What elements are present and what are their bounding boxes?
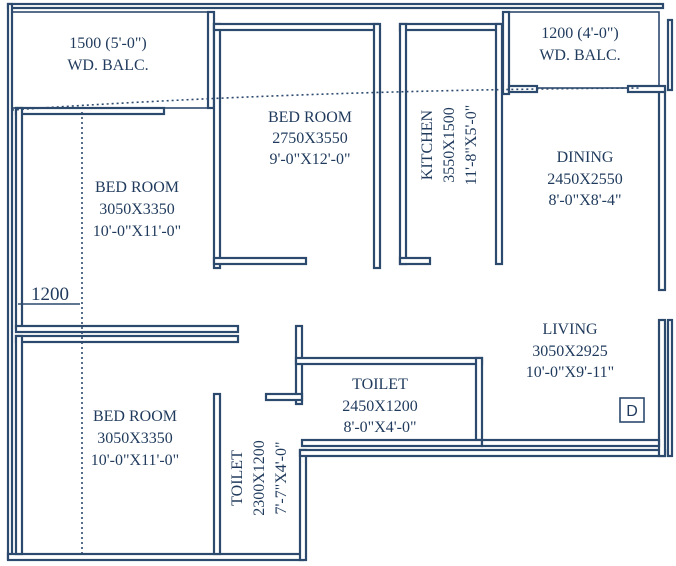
balcony-right-size: 1200 (4'-0"): [541, 25, 618, 42]
kitchen-name: KITCHEN: [419, 109, 436, 180]
balcony-right-name: WD. BALC.: [539, 47, 620, 64]
bedroom-bottom-ft: 10'-0"X11'-0": [91, 452, 179, 469]
bedroom-left-mm: 3050X3350: [99, 201, 175, 218]
toilet-small-name: TOILET: [229, 450, 246, 506]
kitchen-walls: [398, 22, 504, 266]
dining-mm: 2450X2550: [547, 171, 623, 188]
living-walls: [480, 438, 661, 448]
living-mm: 3050X2925: [532, 343, 608, 360]
balcony-left-name: WD. BALC.: [67, 57, 148, 74]
toilet-mid-ft: 8'-0"X4'-0": [343, 419, 416, 436]
bedroom-left-ft: 10'-0"X11'-0": [93, 223, 181, 240]
balcony-left-size: 1500 (5'-0"): [69, 35, 146, 52]
bedroom-top-ft: 9'-0"X12'-0": [269, 151, 350, 168]
dimension-label: 1200: [31, 284, 69, 305]
bedroom-top-name: BED ROOM: [268, 109, 352, 126]
bedroom-bottom-mm: 3050X3350: [97, 430, 173, 447]
living-name: LIVING: [542, 321, 598, 338]
kitchen-mm: 3550X1500: [441, 107, 458, 183]
toilet-mid-name: TOILET: [352, 376, 408, 393]
balcony-edge-line: [11, 87, 641, 111]
bedroom-left-name: BED ROOM: [95, 179, 179, 196]
bedroom-top-walls: [212, 22, 382, 270]
living-ft: 10'-0"X9'-11": [526, 364, 614, 381]
kitchen-ft: 11'-8"X5'-0": [463, 105, 480, 185]
toilet-small-mm: 2300X1200: [251, 440, 268, 516]
door-marker-label: D: [626, 403, 638, 420]
bedroom-bottom-walls: [14, 334, 222, 556]
bedroom-bottom-name: BED ROOM: [93, 408, 177, 425]
dining-ft: 8'-0"X8'-4": [548, 192, 621, 209]
toilet-mid-mm: 2450X1200: [342, 398, 418, 415]
door-marker: D: [619, 397, 645, 423]
toilet-small-ft: 7'-7"X4'-0": [273, 441, 290, 514]
dining-name: DINING: [557, 149, 614, 166]
bedroom-left-walls: [14, 106, 240, 344]
bedroom-top-mm: 2750X3550: [272, 130, 348, 147]
